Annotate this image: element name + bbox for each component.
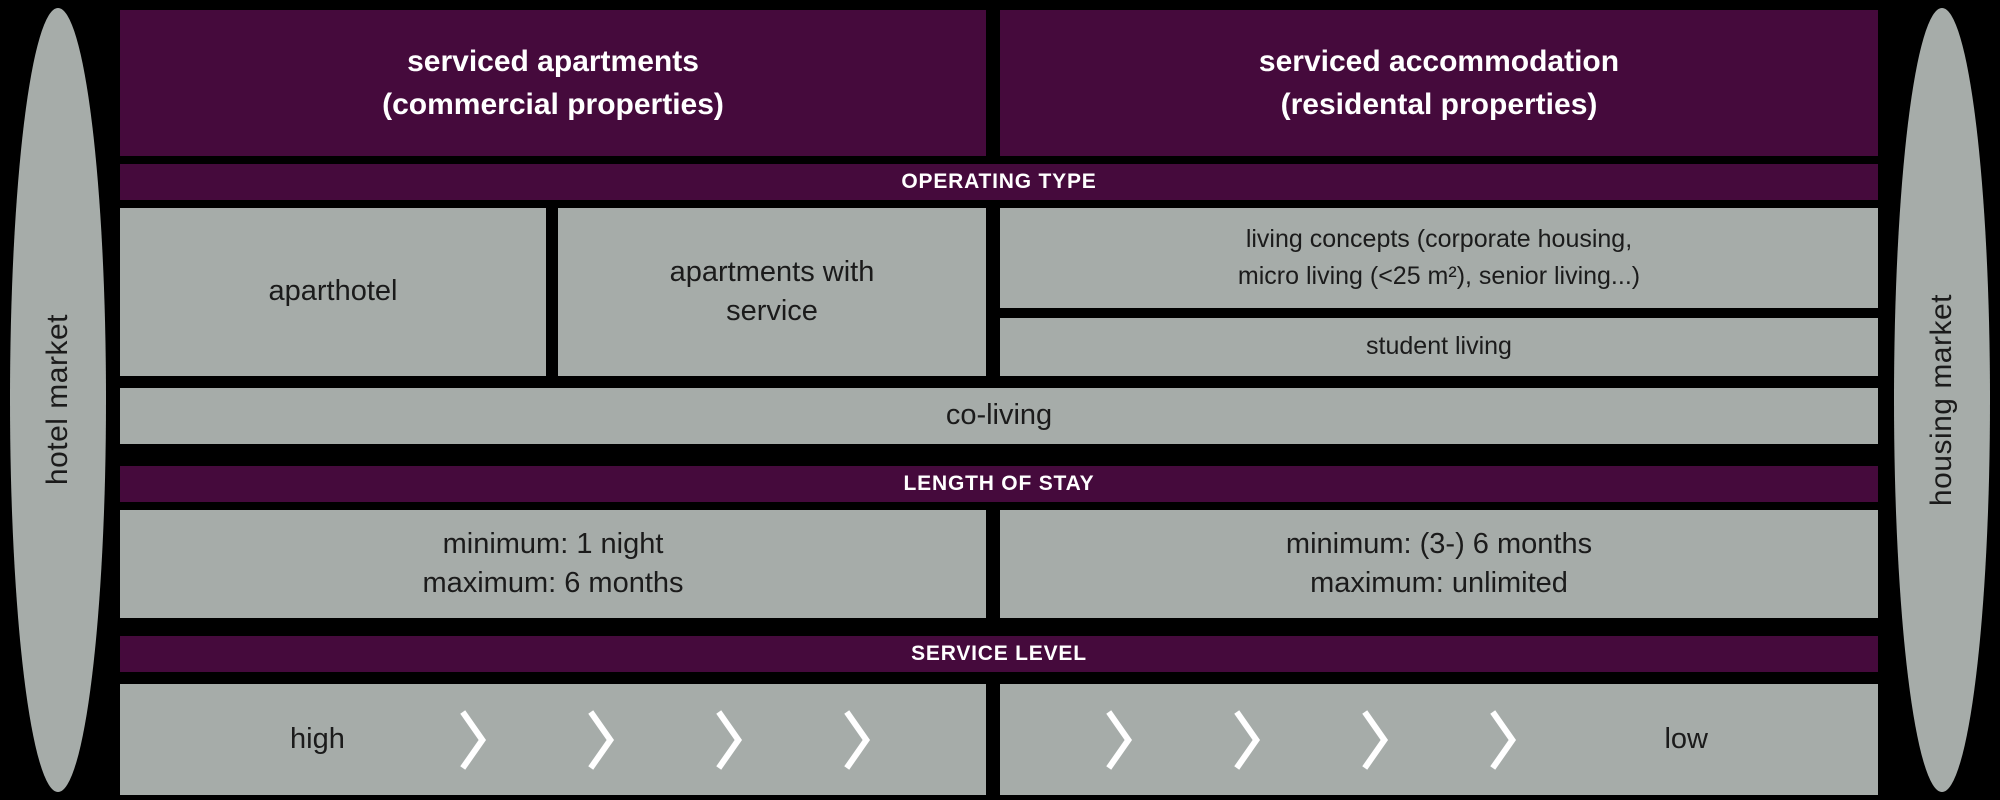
serviced-apartments-title-line2: (commercial properties) [382, 88, 724, 121]
service-level-left-box: high [120, 684, 986, 795]
chevron-right-icon [1490, 709, 1517, 770]
operating-type-bar: OPERATING TYPE [120, 164, 1878, 200]
chevron-right-icon [588, 709, 615, 770]
serviced-apartments-header: serviced apartments (commercial properti… [120, 10, 986, 156]
stay-commercial-minimum: minimum: 1 night [442, 527, 664, 560]
hotel-market-label: hotel market [41, 314, 74, 486]
apartments-with-service-label-line1: apartments with [669, 255, 875, 288]
chevron-group [459, 707, 871, 773]
service-level-bar: SERVICE LEVEL [120, 636, 1878, 672]
chevron-right-icon [716, 709, 743, 770]
stay-commercial-box: minimum: 1 night maximum: 6 months [120, 510, 986, 618]
aparthotel-label: aparthotel [268, 275, 398, 308]
stay-residential-box: minimum: (3-) 6 months maximum: unlimite… [1000, 510, 1878, 618]
housing-market-ellipse: housing market [1894, 8, 1990, 792]
housing-market-label: housing market [1925, 293, 1958, 507]
serviced-accommodation-title-line1: serviced accommodation [1258, 44, 1620, 78]
hotel-market-ellipse: hotel market [10, 8, 106, 792]
length-of-stay-label: LENGTH OF STAY [903, 472, 1095, 495]
living-concepts-label-line2: micro living (<25 m²), senior living...) [1237, 262, 1641, 290]
student-living-label: student living [1366, 332, 1512, 361]
stay-residential-minimum: minimum: (3-) 6 months [1285, 527, 1593, 560]
stay-commercial-maximum: maximum: 6 months [422, 567, 684, 599]
chevron-right-icon [1106, 709, 1133, 770]
service-level-low-label: low [1664, 723, 1708, 755]
serviced-apartments-title-line1: serviced apartments [407, 44, 699, 78]
chevron-right-icon [844, 709, 871, 770]
living-concepts-box: living concepts (corporate housing, micr… [1000, 208, 1878, 308]
aparthotel-box: aparthotel [120, 208, 546, 376]
length-of-stay-bar: LENGTH OF STAY [120, 466, 1878, 502]
apartments-with-service-label-line2: service [726, 295, 818, 327]
living-concepts-label-line1: living concepts (corporate housing, [1245, 224, 1633, 253]
co-living-box: co-living [120, 388, 1878, 444]
operating-type-label: OPERATING TYPE [901, 170, 1097, 193]
apartments-with-service-box: apartments with service [558, 208, 986, 376]
service-level-right-box: low [1000, 684, 1878, 795]
chevron-group [1105, 707, 1517, 773]
co-living-label: co-living [945, 399, 1053, 432]
stay-residential-maximum: maximum: unlimited [1310, 567, 1568, 599]
service-level-high-label: high [290, 723, 345, 755]
chevron-right-icon [460, 709, 487, 770]
chevron-right-icon [1362, 709, 1389, 770]
service-level-label: SERVICE LEVEL [911, 642, 1087, 665]
serviced-accommodation-title-line2: (residental properties) [1280, 88, 1598, 121]
student-living-box: student living [1000, 318, 1878, 376]
chevron-right-icon [1234, 709, 1261, 770]
serviced-accommodation-header: serviced accommodation (residental prope… [1000, 10, 1878, 156]
